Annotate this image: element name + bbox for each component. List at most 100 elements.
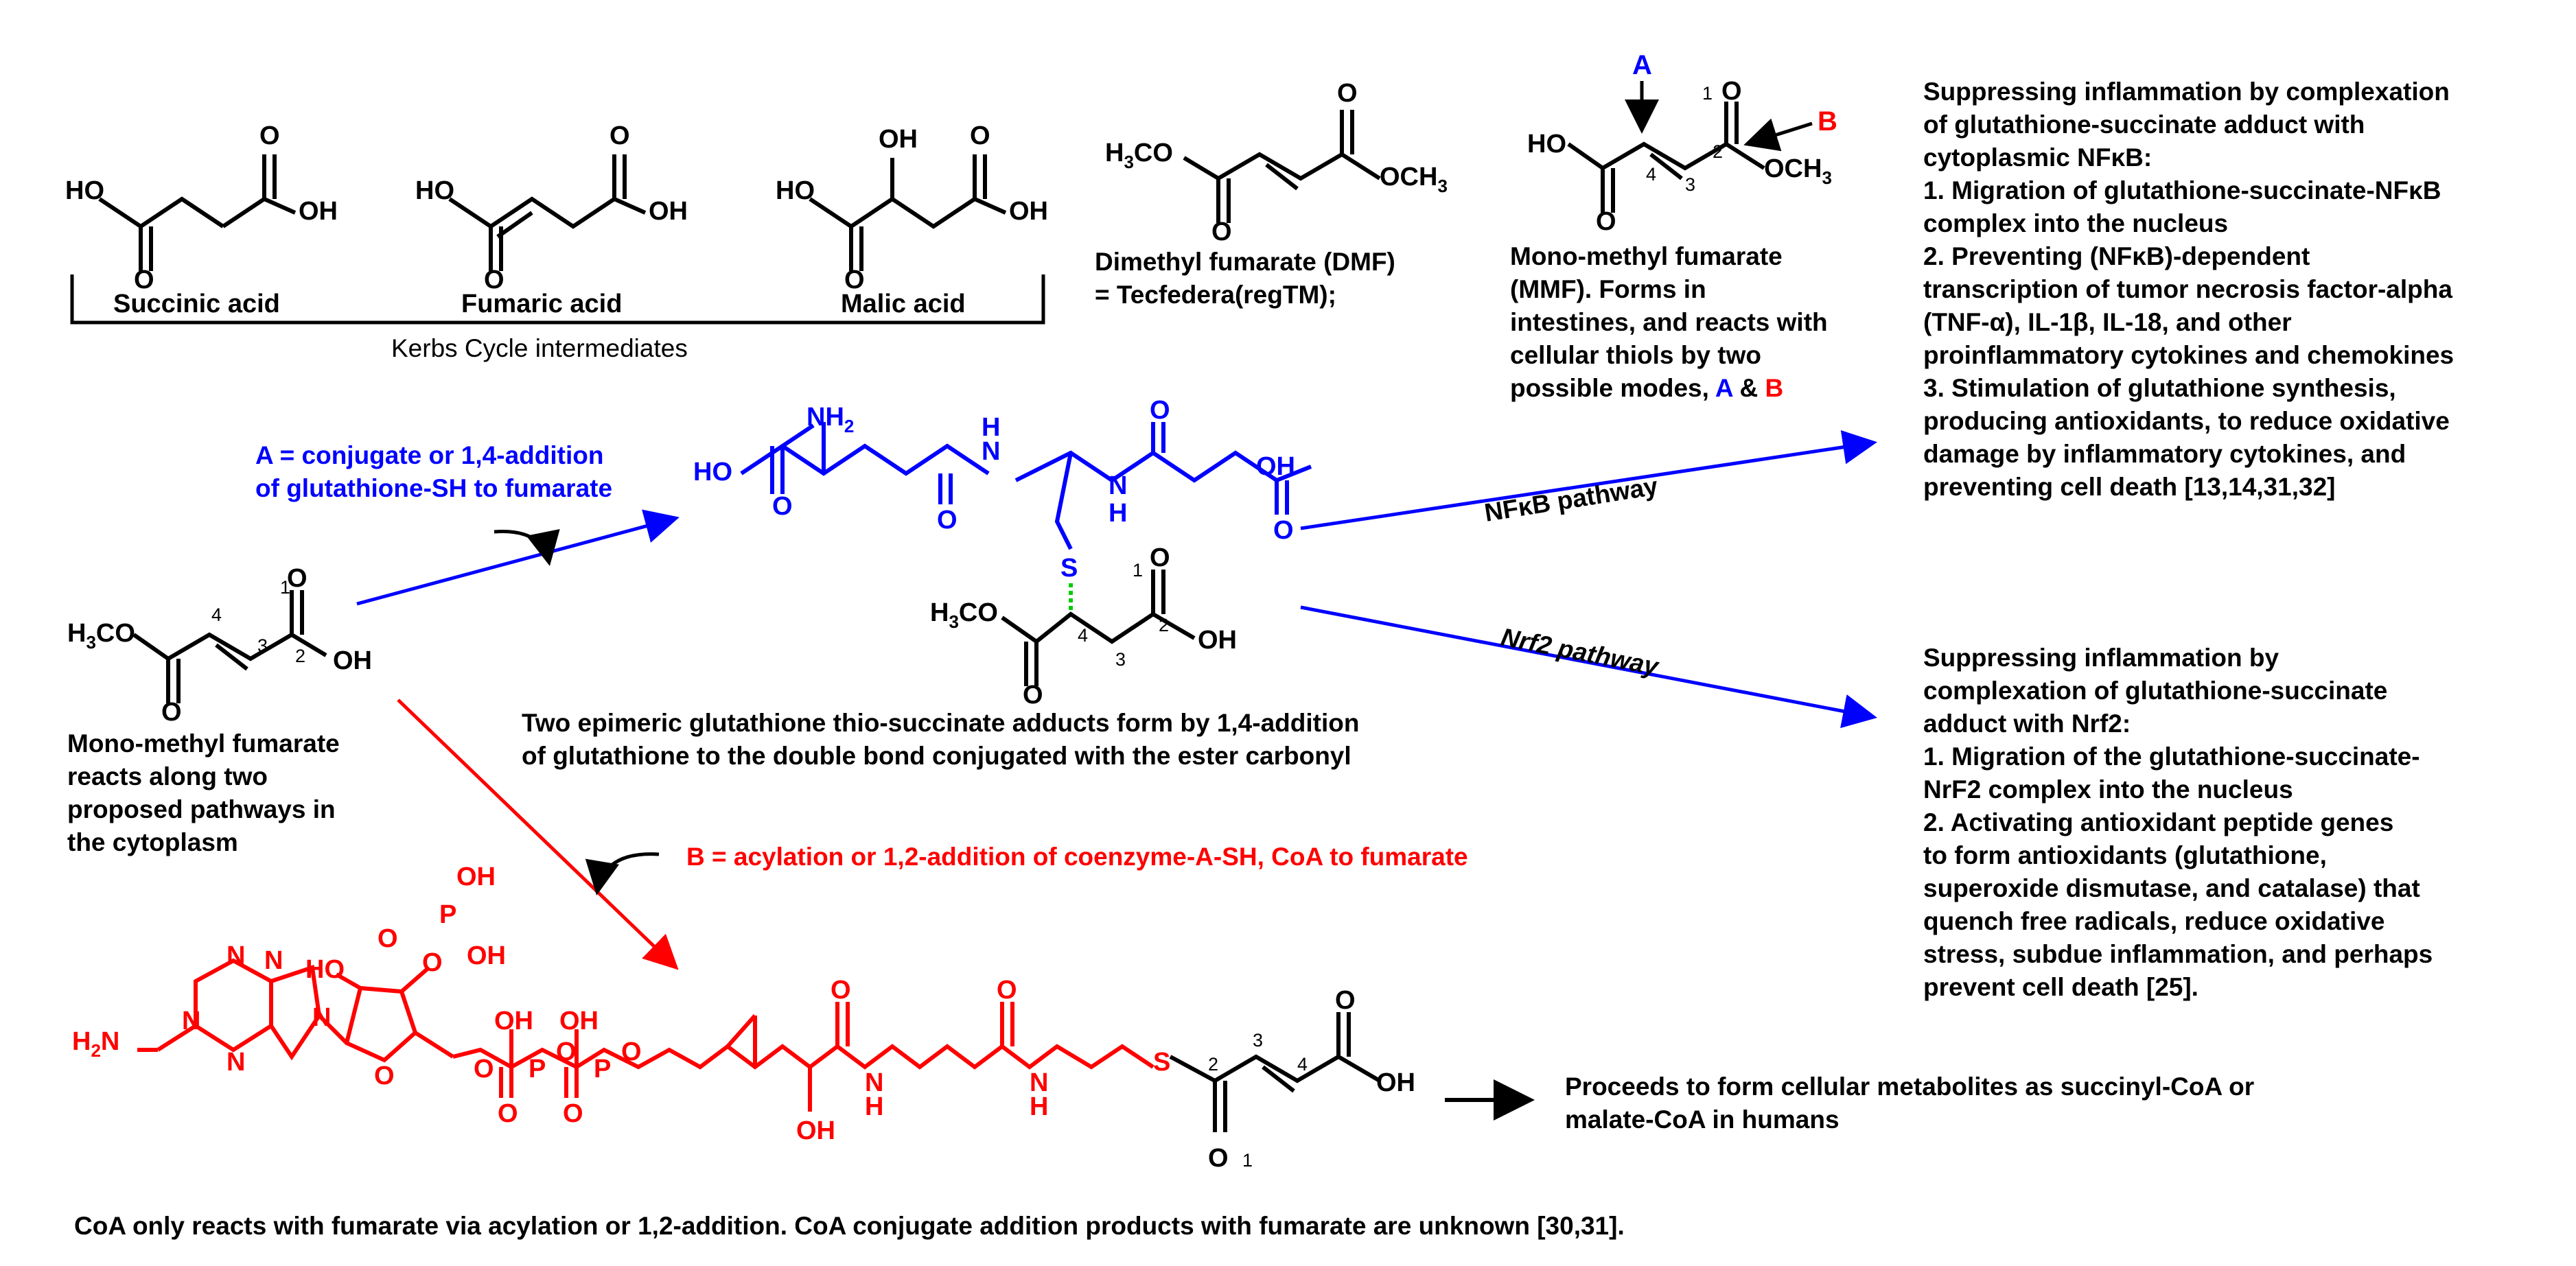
mmf-left-o-label: O — [161, 698, 182, 727]
mmf-left-line: Mono-methyl fumarate — [67, 729, 340, 758]
mode-b-marker: B — [1818, 106, 1837, 137]
chain-p1-o-label: O — [498, 1099, 518, 1128]
mmf-left-caption: Mono-methyl fumarate reacts along two pr… — [67, 727, 340, 859]
chain-p1-label: P — [529, 1055, 546, 1083]
nfkb-line: Suppressing inflammation by complexation — [1923, 78, 2450, 106]
dmf-structure — [1183, 110, 1381, 223]
chain-p1-oh-label: OH — [494, 1007, 533, 1035]
mmf-left-h3co-label: H3CO — [67, 619, 135, 653]
succinic-acid-structure — [98, 154, 297, 271]
fumaroyl-o2-label: O — [1335, 986, 1356, 1015]
nrf2-line: superoxide dismutase, and catalase) that — [1923, 874, 2420, 902]
malic-ho-label: HO — [776, 176, 815, 205]
mmf-top-c1-label: 1 — [1702, 83, 1713, 104]
nrf2-description: Suppressing inflammation by complexation… — [1923, 642, 2433, 1004]
nrf2-line: 1. Migration of the glutathione-succinat… — [1923, 742, 2420, 771]
adduct-caption: Two epimeric glutathione thio-succinate … — [522, 707, 1359, 773]
kerbs-bracket — [70, 274, 1045, 325]
chain-p2-o-label: O — [563, 1099, 583, 1128]
nfkb-line: proinflammatory cytokines and chemokines — [1923, 341, 2455, 369]
nfkb-line: 2. Preventing (NFκB)-dependent — [1923, 242, 2310, 270]
succinic-o2-label: O — [259, 121, 280, 150]
mmf-left-line: reacts along two — [67, 762, 268, 790]
nrf2-line: complexation of glutathione-succinate — [1923, 677, 2388, 705]
coa-curved-arrow — [585, 852, 660, 895]
dmf-caption-line: Dimethyl fumarate (DMF) — [1095, 248, 1395, 276]
glu-ho-label: HO — [693, 458, 732, 487]
adenine-n1-label: N — [182, 1007, 200, 1035]
adduct-s-label: S — [1060, 554, 1078, 583]
gly-nh-h-label: H — [1109, 499, 1127, 528]
fumaric-oh-label: OH — [649, 197, 688, 226]
mode-a-label: A = conjugate or 1,4-addition of glutath… — [255, 439, 612, 505]
amide1-h-label: H — [865, 1092, 883, 1121]
modes-a: A — [1715, 374, 1733, 402]
pantoate-o-label: O — [831, 976, 851, 1005]
mmf-top-structure — [1567, 102, 1765, 213]
coa-result-line: Proceeds to form cellular metabolites as… — [1565, 1072, 2255, 1101]
gly-nh-n-label: N — [1109, 471, 1127, 500]
nrf2-line: 2. Activating antioxidant peptide genes — [1923, 808, 2394, 836]
mmf-left-c4-label: 4 — [211, 605, 222, 625]
kerbs-caption: Kerbs Cycle intermediates — [391, 334, 688, 362]
mmf-top-och3-label: OCH3 — [1764, 154, 1832, 188]
mmf-top-o-label: O — [1596, 207, 1616, 236]
coa-structure — [137, 958, 1154, 1112]
mmf-left-c1-label: 1 — [280, 577, 290, 598]
dmf-caption: Dimethyl fumarate (DMF) = Tecfedera(regT… — [1095, 246, 1395, 312]
fumaroyl-c1-label: 1 — [1242, 1150, 1253, 1171]
chain-p2-oh-label: OH — [559, 1007, 599, 1035]
mmf-left-c3-label: 3 — [257, 635, 268, 656]
mmf-left-line: the cytoplasm — [67, 828, 238, 856]
gly-o-label: O — [1273, 516, 1294, 545]
adduct-o2-label: O — [1150, 543, 1170, 572]
malic-acid-label: Malic acid — [841, 290, 966, 318]
coa-s-label: S — [1153, 1048, 1170, 1077]
succinic-oh-label: OH — [299, 197, 338, 226]
mmf-top-caption-line: cellular thiols by two — [1510, 341, 1761, 369]
fumaric-acid-structure — [448, 154, 647, 271]
mmf-top-caption-modes-line: possible modes, A & B — [1510, 372, 1828, 405]
fumaroyl-part-structure — [1169, 1012, 1381, 1132]
mmf-top-caption-line: Mono-methyl fumarate — [1510, 242, 1783, 270]
malic-oh-label: OH — [1009, 197, 1048, 226]
mmf-top-c2-label: 2 — [1713, 141, 1723, 162]
mmf-top-caption: Mono-methyl fumarate (MMF). Forms in int… — [1510, 240, 1828, 405]
mode-a-marker: A — [1632, 50, 1652, 80]
mmf-top-o2-label: O — [1721, 77, 1742, 106]
adduct-h3co-label: H3CO — [930, 598, 998, 632]
gly-oh-label: OH — [1256, 452, 1295, 481]
glutathione-adduct-structure — [740, 422, 1312, 550]
chain-o1-label: O — [474, 1055, 494, 1083]
malic-acid-structure — [809, 154, 1007, 271]
nrf2-line: quench free radicals, reduce oxidative — [1923, 907, 2385, 935]
amide2-o-label: O — [997, 976, 1017, 1005]
mode-a-label-line: A = conjugate or 1,4-addition — [255, 441, 604, 469]
ribose-o-phosphate-label: O — [422, 948, 443, 977]
dmf-caption-line: = Tecfedera(regTM); — [1095, 281, 1336, 309]
modes-amp: & — [1732, 374, 1765, 402]
mmf-left-o2-label: O — [287, 564, 308, 593]
modes-b: B — [1765, 374, 1784, 402]
adduct-oh-label: OH — [1198, 626, 1237, 655]
mode-a-label-line: of glutathione-SH to fumarate — [255, 474, 613, 502]
glu-o-label: O — [772, 492, 793, 521]
nfkb-line: 3. Stimulation of glutathione synthesis, — [1923, 374, 2396, 402]
adenine-n-ribose-label: N — [312, 1003, 331, 1032]
nfkb-line: (TNF-α), IL-1β, IL-18, and other — [1923, 308, 2292, 336]
modes-prefix: possible modes, — [1510, 374, 1715, 402]
malic-o-label: O — [844, 266, 865, 294]
mode-b-arrow — [1743, 118, 1813, 152]
nfkb-line: of glutathione-succinate adduct with — [1923, 110, 2365, 139]
nfkb-pathway-arrow — [1300, 430, 1877, 530]
fumaroyl-c3-label: 3 — [1253, 1030, 1263, 1051]
nfkb-line: damage by inflammatory cytokines, and — [1923, 440, 2406, 468]
fumaric-acid-label: Fumaric acid — [461, 290, 622, 318]
glutathione-curved-arrow — [494, 528, 560, 566]
nfkb-line: 1. Migration of glutathione-succinate-NF… — [1923, 176, 2441, 204]
coa-h2n-label: H2N — [72, 1027, 119, 1061]
mmf-top-c4-label: 4 — [1646, 164, 1656, 185]
nrf2-line: Suppressing inflammation by — [1923, 644, 2279, 672]
glu-nh2-label: NH2 — [807, 403, 854, 436]
